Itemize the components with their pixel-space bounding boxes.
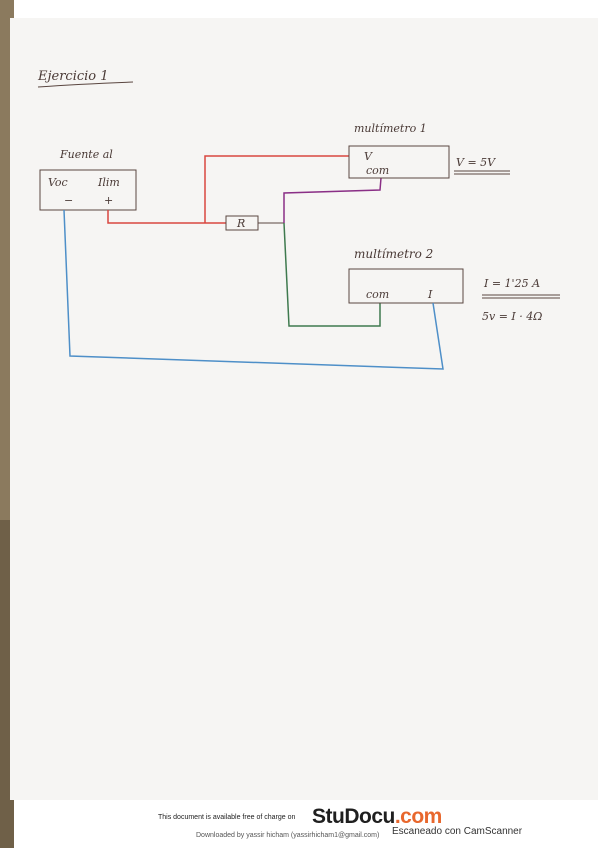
multimeter1-terminal-v: V: [364, 150, 373, 163]
footer-downloaded-by: Downloaded by yassir hicham (yassirhicha…: [196, 832, 380, 839]
multimeter1-terminal-com: com: [366, 164, 389, 177]
multimeter1-box: [348, 145, 450, 179]
source-box: [39, 169, 137, 211]
multimeter2-terminal-com: com: [366, 288, 389, 301]
source-terminal-voc: Voc: [48, 176, 68, 189]
wire-green-to-multimeter2-com: [283, 222, 381, 327]
paper-sheet: [10, 18, 598, 800]
multimeter2-terminal-i: I: [427, 288, 433, 301]
wire-purple-to-multimeter1-com: [283, 177, 382, 223]
wire-red-to-multimeter1: [204, 155, 349, 223]
title-text: Ejercicio 1: [37, 69, 109, 84]
resistor-label: R: [236, 217, 245, 230]
multimeter2-label: multímetro 2: [354, 247, 433, 261]
multimeter2-reading: I = 1'25 A: [483, 277, 540, 290]
studocu-brand-main: StuDocu: [312, 805, 395, 828]
source-terminal-plus: +: [104, 194, 113, 207]
footer-strip: [150, 802, 448, 846]
studocu-logo[interactable]: StuDocu.com: [312, 805, 442, 829]
footer-notice: This document is available free of charg…: [158, 814, 296, 821]
source-terminal-ilim: Ilim: [97, 176, 120, 189]
studocu-brand-suffix: .com: [394, 805, 443, 828]
source-label: Fuente al: [59, 148, 113, 161]
wire-blue-return: [63, 209, 444, 370]
multimeter1-reading: V = 5V: [456, 156, 496, 169]
multimeter2-equation: 5v = I · 4Ω: [482, 310, 542, 323]
multimeter2-box: [348, 268, 464, 304]
footer-scanner-watermark: Escaneado con CamScanner: [392, 826, 523, 837]
title-underline: [37, 81, 134, 88]
source-terminal-minus: −: [64, 194, 73, 207]
multimeter1-label: multímetro 1: [354, 122, 427, 135]
wire-red-source-to-resistor: [107, 210, 226, 224]
